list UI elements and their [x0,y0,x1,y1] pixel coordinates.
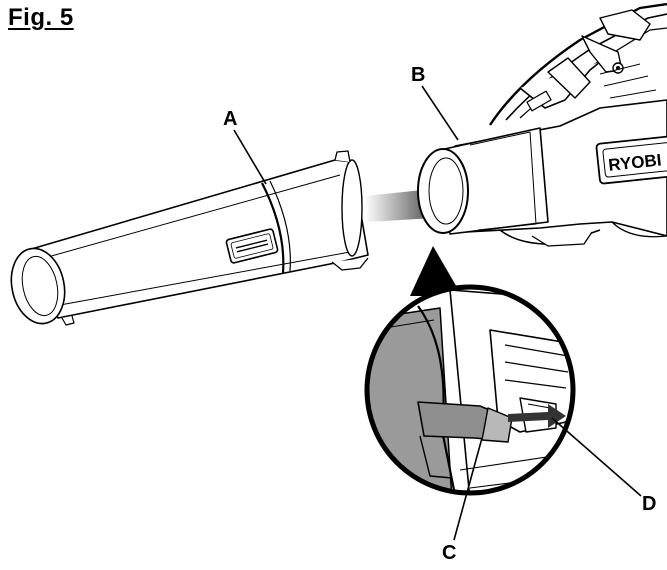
blower-tube [10,150,369,326]
detail-inset [364,284,576,496]
leader-line-b [421,85,459,141]
callout-c: C [442,542,457,564]
leader-line-c [453,437,483,541]
leader-line-d [551,417,642,497]
blower-body: RYOBI [417,2,667,247]
callout-a: A [223,108,238,130]
detail-pointer [410,246,462,296]
leader-lines [233,85,642,541]
callout-b: B [411,64,426,86]
callout-d: D [642,493,657,515]
figure-title: Fig. 5 [8,4,74,31]
leader-line-a [233,129,267,185]
